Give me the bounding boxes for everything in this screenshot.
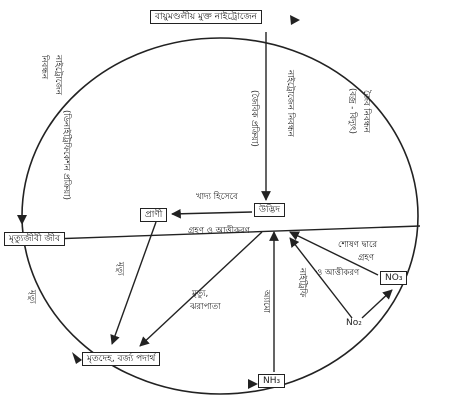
node-nh3: NH₃ [258,374,286,388]
label-outer-left-a: নাইট্রোজেন [53,55,63,95]
label-death-3a: মৃত্যু, [192,289,209,299]
node-dead: মৃতদেহ, বর্জ্য পদার্থ [82,352,161,366]
arrowhead-bottom [248,379,258,389]
label-death-1: মৃত্যু [115,262,125,276]
label-food-a: খাদ্য হিসেবে [196,192,238,202]
arrow-plant-to-dead [139,231,263,347]
label-fixation-right: নাইট্রোজেন নিবন্ধন [285,70,295,137]
arrow-plant-to-animal [171,208,253,219]
label-absorb-a: শোষণ দ্বারে [338,240,378,250]
label-nitrify: নাইট্রিফি [297,268,307,298]
arrow-animal-to-dead [110,221,157,345]
label-assim: ও আত্তীকরণ [316,268,360,278]
label-outer-right-a: জৈব নিবন্ধন [361,90,371,133]
node-living: মৃত্যুজীবী জীব [4,232,66,246]
label-outer-left-sub: (ডিনাইট্রিফিকেশন প্রক্রিয়া) [61,110,71,200]
arrowhead-top-right [290,15,300,25]
arrowhead-bottom-left [72,352,82,364]
label-ammon: অ্যামো [261,290,271,313]
label-food-b: গ্রহণ ও আত্তীকরণ [188,226,250,236]
node-no3: NO₃ [380,271,408,285]
label-outer-right-b: (বজ্র - বিদ্যুৎ) [347,88,357,134]
node-atmosphere: বায়ুমণ্ডলীয় মুক্ত নাইট্রোজেন [150,10,262,24]
horizontal-divider [21,225,421,241]
arrow-no3-to-plant [289,231,379,276]
label-death-2: মৃত্যু [27,290,37,304]
arrow-no2-to-plant [289,237,353,319]
node-plant: উদ্ভিদ [254,203,285,217]
label-fixation-right-sub: (জৈবিক প্রক্রিয়া) [249,90,259,147]
arrow-no2-to-no3 [361,289,393,319]
node-no2: No₂ [346,318,362,328]
label-absorb-b: গ্রহণ [358,253,374,263]
node-animal: প্রাণী [140,208,168,222]
label-death-3b: ঝরাপাতা [190,302,221,312]
arrowhead-left [17,215,27,225]
label-outer-left-b: নিবন্ধন [39,55,49,80]
cycle-outer-circle [21,37,419,395]
